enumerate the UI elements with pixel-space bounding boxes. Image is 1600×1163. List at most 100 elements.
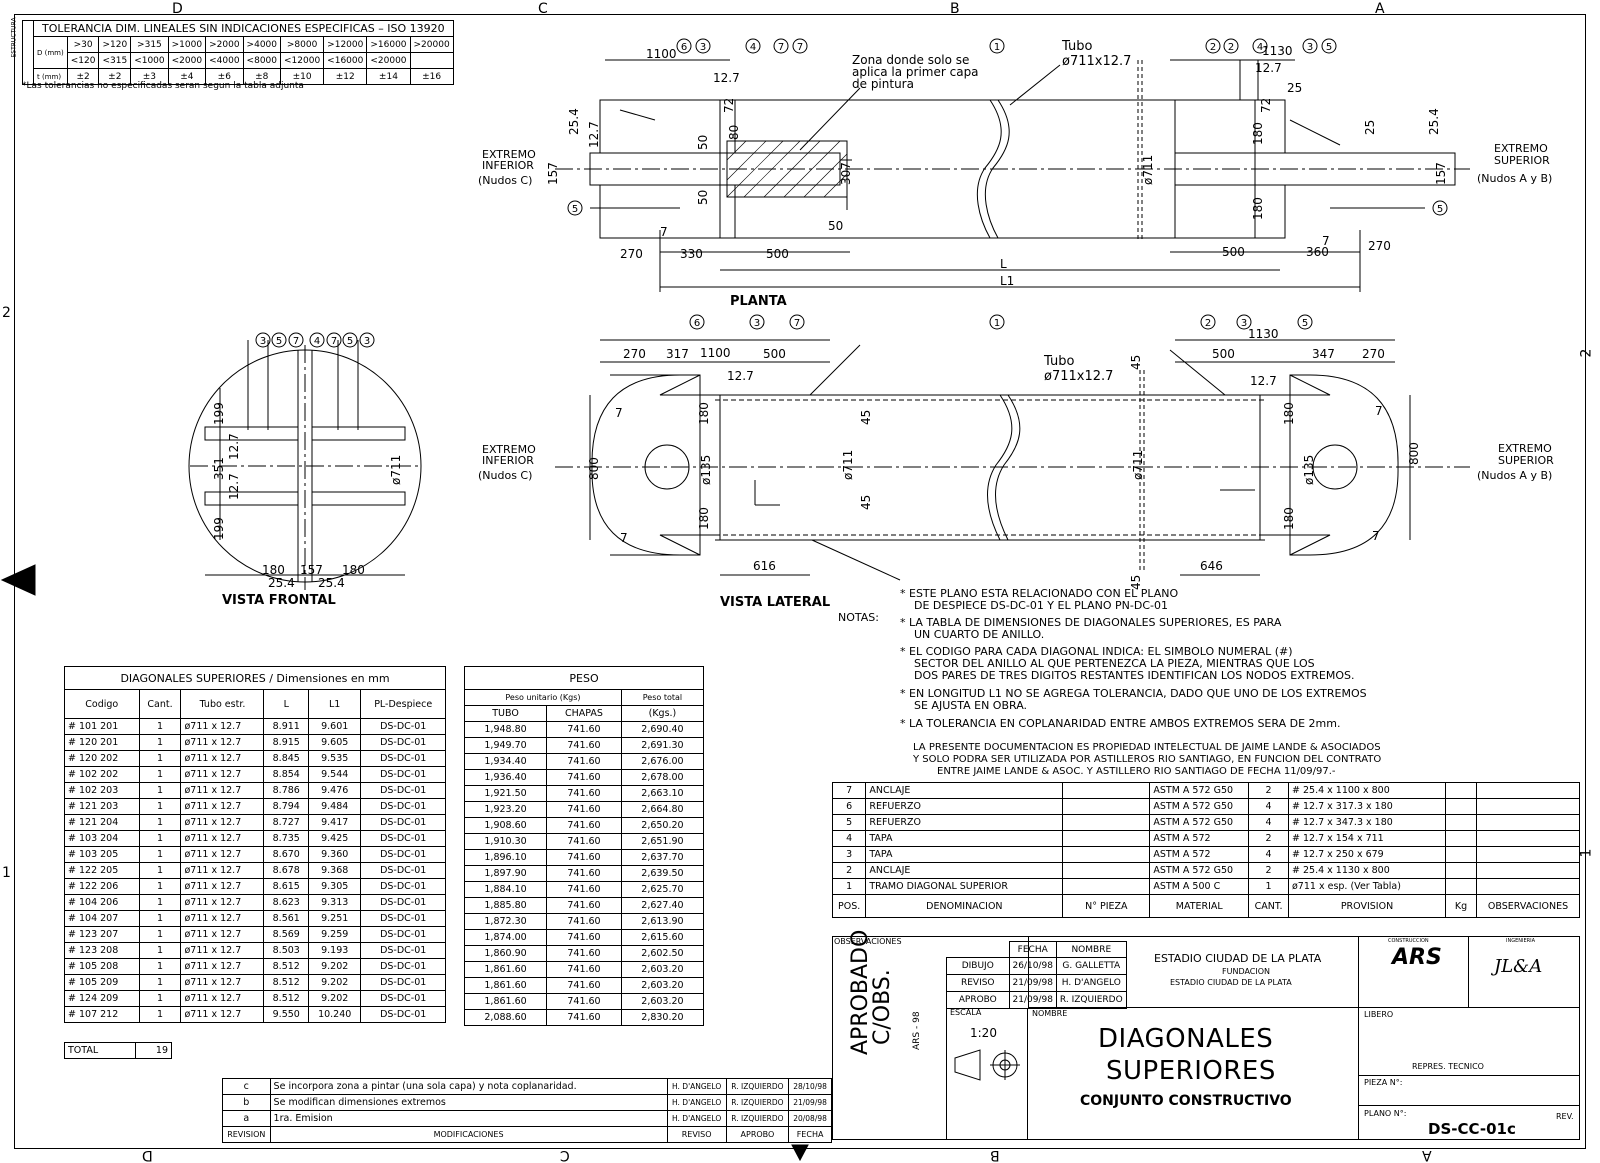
dims-cell: ø711 x 12.7: [180, 958, 265, 975]
dims-cell: DS-DC-01: [360, 926, 446, 943]
peso-cell: 741.60: [546, 881, 622, 898]
dims-cell: 9.202: [307, 990, 362, 1007]
dims-cell: ø711 x 12.7: [180, 782, 265, 799]
peso-cell: 741.60: [546, 945, 622, 962]
tol-d-top: >1000: [167, 36, 207, 53]
title-block: [832, 936, 1580, 1140]
peso-cell: 741.60: [546, 977, 622, 994]
dims-cell: 9.259: [307, 926, 362, 943]
parts-header: OBSERVACIONES: [1476, 894, 1580, 918]
tol-d-bottom: <16000: [323, 52, 368, 69]
fundacion-name: ESTADIO CIUDAD DE LA PLATA: [1170, 978, 1292, 987]
dims-cell: 1: [138, 894, 182, 911]
construccion-label: CONSTRUCCION: [1388, 938, 1429, 944]
drawing-subtitle: CONJUNTO CONSTRUCTIVO: [1080, 1093, 1292, 1109]
parts-obs: [1476, 830, 1580, 847]
peso-cell: 1,921.50: [463, 785, 548, 802]
dims-cell: 8.794: [263, 798, 309, 815]
dims-cell: # 102 203: [64, 782, 140, 799]
sign-name: R. IZQUIERDO: [1055, 991, 1127, 1009]
rev-cell: 20/08/98: [788, 1110, 832, 1127]
observaciones-label: OBSERVACIONES: [834, 937, 902, 946]
peso-cell: 1,885.80: [463, 897, 548, 914]
parts-header: POS.: [831, 894, 867, 918]
parts-material: ASTM A 572: [1149, 846, 1250, 863]
rev-footer: FECHA: [788, 1126, 832, 1143]
zone-top-a: A: [1375, 1, 1385, 17]
property-line: Y SOLO PODRA SER UTILIZADA POR ASTILLERO…: [913, 754, 1382, 765]
peso-cell: 741.60: [546, 993, 622, 1010]
dims-cell: DS-DC-01: [360, 830, 446, 847]
dims-header: Cant.: [138, 689, 182, 719]
parts-name: TAPA: [865, 846, 1064, 863]
tol-d-top: >4000: [242, 36, 282, 53]
zone-top-b: B: [950, 1, 960, 17]
parts-piece: [1062, 878, 1151, 895]
peso-cell: 2,603.20: [620, 993, 705, 1010]
parts-kg: [1445, 782, 1477, 799]
rev-cell: b: [222, 1094, 271, 1111]
tol-t: ±12: [323, 68, 368, 85]
dims-cell: DS-DC-01: [360, 814, 446, 831]
escala-value: 1:20: [970, 1026, 997, 1040]
dims-header: PL-Despiece: [360, 689, 446, 719]
zone-bottom-a: A: [1422, 1147, 1432, 1163]
peso-cell: 2,691.30: [620, 737, 705, 754]
dims-cell: # 103 204: [64, 830, 140, 847]
peso-cell: 741.60: [546, 753, 622, 770]
peso-cell: 1,860.90: [463, 945, 548, 962]
note-line: EN LONGITUD L1 NO SE AGREGA TOLERANCIA, …: [909, 687, 1367, 700]
dims-cell: 9.476: [307, 782, 362, 799]
note-1: * ESTE PLANO ESTA RELACIONADO CON EL PLA…: [900, 587, 1179, 612]
dims-cell: 8.845: [263, 750, 309, 767]
peso-cell: 2,830.20: [620, 1009, 705, 1026]
dims-cell: 8.512: [263, 974, 309, 991]
libero-label: LIBERO: [1364, 1010, 1394, 1019]
dims-cell: DS-DC-01: [360, 990, 446, 1007]
dims-table-title: DIAGONALES SUPERIORES / Dimensiones en m…: [64, 666, 446, 690]
dims-cell: DS-DC-01: [360, 942, 446, 959]
parts-obs: [1476, 814, 1580, 831]
peso-cell: 1,884.10: [463, 881, 548, 898]
dims-cell: # 101 201: [64, 718, 140, 735]
dims-cell: DS-DC-01: [360, 798, 446, 815]
dims-cell: 9.544: [307, 766, 362, 783]
rev-cell: 21/09/98: [788, 1094, 832, 1111]
note-line: SECTOR DEL ANILLO AL QUE PERTENEZCA LA P…: [914, 657, 1315, 670]
note-line: SE AJUSTA EN OBRA.: [914, 699, 1028, 712]
tol-d-top: >30: [66, 36, 100, 53]
dims-cell: # 123 208: [64, 942, 140, 959]
rev-footer: REVISO: [666, 1126, 727, 1143]
tolerance-row-t: t (mm): [33, 68, 68, 85]
dims-cell: 1: [138, 958, 182, 975]
parts-piece: [1062, 830, 1151, 847]
rev-cell: c: [222, 1078, 271, 1095]
dims-cell: 1: [138, 814, 182, 831]
dims-cell: ø711 x 12.7: [180, 734, 265, 751]
peso-cell: 2,613.90: [620, 913, 705, 930]
dims-cell: DS-DC-01: [360, 1006, 446, 1023]
project-name: ESTADIO CIUDAD DE LA PLATA: [1154, 952, 1322, 965]
parts-kg: [1445, 878, 1477, 895]
parts-material: ASTM A 500 C: [1149, 878, 1250, 895]
dims-cell: 8.911: [263, 718, 309, 735]
dims-cell: # 102 202: [64, 766, 140, 783]
property-line: LA PRESENTE DOCUMENTACION ES PROPIEDAD I…: [913, 742, 1381, 753]
notes-label: NOTAS:: [838, 611, 879, 624]
peso-cell: 1,934.40: [463, 753, 548, 770]
parts-cant: 2: [1248, 862, 1289, 879]
dims-cell: 9.202: [307, 958, 362, 975]
